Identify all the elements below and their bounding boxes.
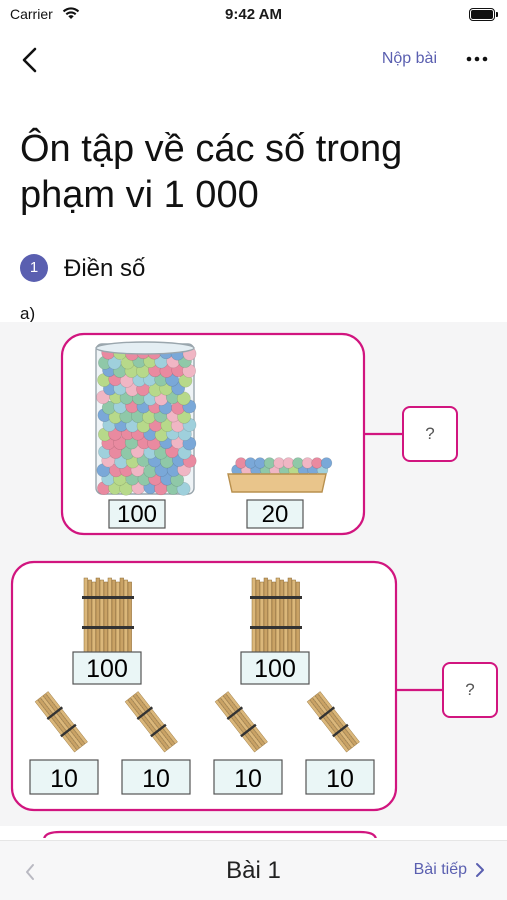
ball-tray-image (227, 457, 333, 493)
bottom-navigation-bar: Bài 1 Bài tiếp (0, 840, 507, 900)
page-title: Ôn tập về các số trong phạm vi 1 000 (20, 128, 403, 216)
previous-chevron-icon[interactable] (22, 861, 38, 883)
ball-jar-image (95, 341, 197, 496)
big-bundle-label-2: 100 (254, 655, 296, 683)
wifi-icon (62, 7, 80, 19)
submit-button[interactable]: Nộp bài (381, 50, 437, 67)
question-title: Điền số (64, 255, 146, 282)
battery-icon (469, 8, 498, 21)
small-bundle-label-3: 10 (234, 765, 262, 793)
next-lesson-label: Bài tiếp (413, 861, 467, 878)
question-number-badge: 1 (20, 254, 48, 282)
balls-figure: 100 20 (0, 322, 507, 548)
big-bundle-label-1: 100 (86, 655, 128, 683)
sticks-figure: 100 100 10 10 10 10 (0, 548, 507, 838)
part-label: a) (20, 304, 36, 323)
status-bar: Carrier 9:42 AM (0, 0, 507, 30)
more-options-icon[interactable] (465, 49, 489, 69)
status-time: 9:42 AM (225, 6, 282, 23)
carrier-label: Carrier (10, 6, 53, 22)
lesson-title: Bài 1 (226, 857, 281, 884)
jar-count-label: 100 (117, 501, 157, 528)
back-icon[interactable] (16, 44, 44, 76)
small-bundle-label-4: 10 (326, 765, 354, 793)
small-bundle-label-1: 10 (50, 765, 78, 793)
answer-box-2[interactable]: ? (442, 662, 498, 718)
next-lesson-button[interactable]: Bài tiếp (414, 861, 485, 879)
answer-box-1[interactable]: ? (402, 406, 458, 462)
tray-count-label: 20 (262, 501, 289, 528)
next-chevron-icon (476, 863, 484, 877)
small-bundle-label-2: 10 (142, 765, 170, 793)
